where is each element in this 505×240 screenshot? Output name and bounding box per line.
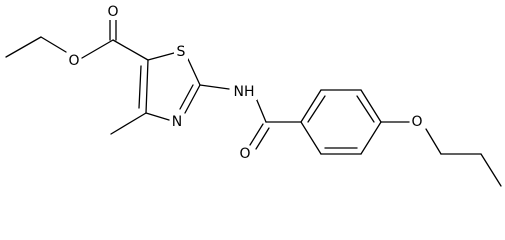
structure-canvas: O O S N NH O O (5, 4, 502, 187)
bond-c4-c5-b (138, 65, 142, 109)
bond-s1-c2 (187, 58, 201, 86)
bond-amide-double-b (255, 127, 270, 150)
atom-label: S (177, 44, 186, 60)
atom-amide-nh: NH (231, 84, 257, 100)
atom-label: NH (234, 84, 255, 100)
atom-thiazole-sulfur: S (174, 44, 188, 60)
bond-nh-amide-c (255, 97, 267, 123)
bond-amide-double-a (249, 123, 264, 146)
bond-n3-c4 (145, 112, 170, 121)
bond-c2-n3-b (179, 84, 194, 110)
bond-ethyl-ch3-ch2 (5, 36, 42, 58)
atom-thiazole-nitrogen: N (170, 114, 184, 130)
bond-propyl-c2-c3 (480, 153, 502, 187)
bond-benz-6-1 (300, 121, 322, 155)
bond-benz-4-5 (360, 121, 382, 155)
atom-label-layer: O O S N NH O O (67, 4, 424, 162)
bond-layer (5, 16, 502, 187)
bond-c4-methyl (110, 112, 147, 135)
bond-benz-inner-a (307, 95, 326, 123)
bond-c5-s1 (147, 52, 175, 61)
atom-label: O (239, 146, 250, 162)
atom-ether-oxygen: O (410, 114, 424, 130)
bond-c2-n3-a (184, 84, 201, 114)
bond-c4-c5-a (145, 59, 149, 114)
molecule-diagram: O O S N NH O O (5, 4, 502, 187)
atom-ester-ether-oxygen: O (67, 53, 81, 69)
bond-benz-inner-b (356, 95, 375, 123)
atom-amide-oxygen: O (238, 146, 252, 162)
bond-c2-nh (199, 84, 230, 90)
atom-ester-carbonyl-oxygen: O (106, 4, 120, 20)
bond-benz-1-2 (300, 89, 322, 123)
bond-ethyl-ch2-o (40, 36, 67, 53)
bond-carbonyl-c5 (112, 39, 149, 61)
bond-benz-3-4 (360, 89, 382, 123)
atom-label: O (107, 4, 118, 20)
atom-label: O (68, 53, 79, 69)
bond-o-propyl-c1 (425, 128, 442, 155)
atom-label: O (411, 114, 422, 130)
atom-label: N (172, 114, 182, 130)
bond-o-carbonyl-c (81, 39, 114, 59)
